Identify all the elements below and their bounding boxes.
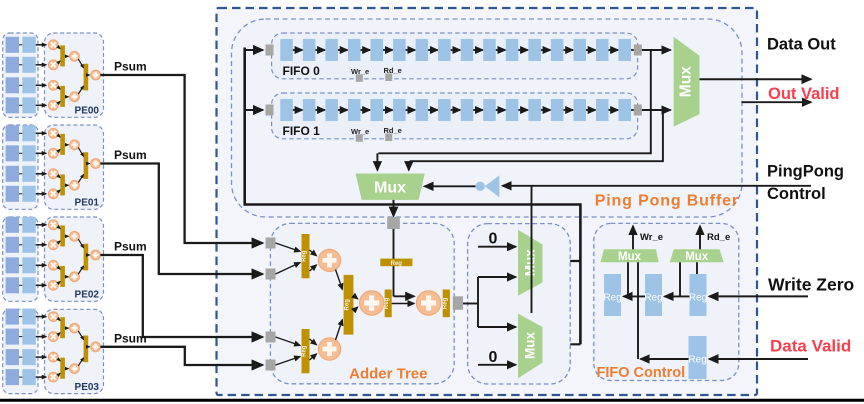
svg-text:Reg: Reg xyxy=(644,293,662,304)
svg-text:FIFO 1: FIFO 1 xyxy=(283,124,321,138)
svg-text:Mux: Mux xyxy=(523,332,538,359)
svg-text:Mux: Mux xyxy=(523,249,538,276)
svg-text:0: 0 xyxy=(489,349,498,366)
svg-text:Reg: Reg xyxy=(689,293,707,304)
svg-text:Reg: Reg xyxy=(302,250,308,262)
svg-text:Reg: Reg xyxy=(391,261,403,267)
svg-text:Mux: Mux xyxy=(678,66,695,97)
svg-text:Reg: Reg xyxy=(688,355,706,366)
svg-text:Adder Tree: Adder Tree xyxy=(349,366,427,383)
svg-text:Psum: Psum xyxy=(114,332,147,346)
svg-text:Wr_e: Wr_e xyxy=(351,127,369,136)
svg-text:Rd_e: Rd_e xyxy=(707,232,730,243)
svg-text:Wr_e: Wr_e xyxy=(640,232,663,243)
svg-text:Mux: Mux xyxy=(685,251,709,263)
svg-text:Rd_e: Rd_e xyxy=(384,66,402,75)
svg-text:Data Valid: Data Valid xyxy=(770,337,851,356)
svg-text:Write Zero: Write Zero xyxy=(768,275,854,295)
svg-text:Psum: Psum xyxy=(114,240,147,254)
svg-text:PE00: PE00 xyxy=(75,106,100,117)
svg-text:Reg: Reg xyxy=(302,345,308,357)
svg-text:Wr_e: Wr_e xyxy=(351,67,369,76)
svg-text:FIFO 0: FIFO 0 xyxy=(283,64,321,78)
svg-text:Psum: Psum xyxy=(114,148,147,162)
svg-text:Reg: Reg xyxy=(442,297,448,309)
svg-text:PE01: PE01 xyxy=(75,198,100,209)
svg-text:FIFO Control: FIFO Control xyxy=(597,365,686,381)
svg-text:Reg: Reg xyxy=(384,297,390,309)
svg-text:Reg: Reg xyxy=(603,293,621,304)
svg-text:Data Out: Data Out xyxy=(767,36,836,54)
svg-text:PE02: PE02 xyxy=(75,290,100,301)
svg-text:Out Valid: Out Valid xyxy=(768,85,840,103)
svg-text:0: 0 xyxy=(489,231,498,248)
svg-text:PingPong: PingPong xyxy=(767,163,844,181)
svg-text:Control: Control xyxy=(767,185,826,203)
svg-text:Mux: Mux xyxy=(618,251,642,263)
svg-text:Rd_e: Rd_e xyxy=(384,126,402,135)
svg-text:PE03: PE03 xyxy=(75,382,100,393)
svg-text:Mux: Mux xyxy=(374,180,406,197)
svg-text:Ping Pong Buffer: Ping Pong Buffer xyxy=(595,193,739,210)
svg-text:Reg: Reg xyxy=(345,299,351,311)
svg-text:Psum: Psum xyxy=(114,60,147,74)
